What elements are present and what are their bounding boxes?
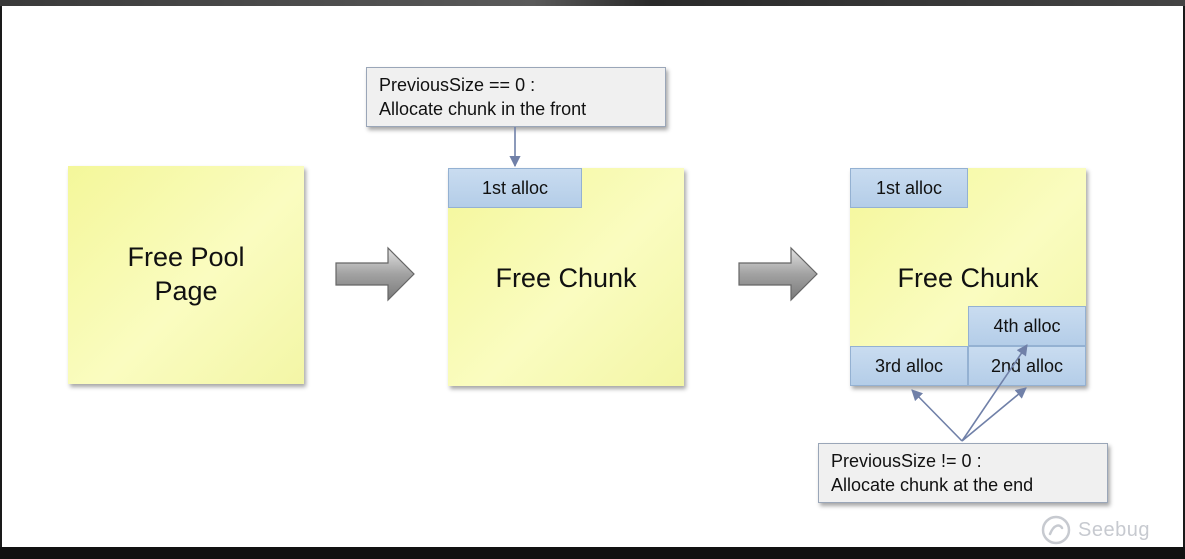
note-allocate-front-line1: PreviousSize == 0 : [379,75,536,95]
note-allocate-end: PreviousSize != 0 : Allocate chunk at th… [818,443,1108,503]
end-note-connector-fourth [961,344,1028,442]
note-allocate-end-line2: Allocate chunk at the end [831,475,1034,495]
seebug-watermark-text: Seebug [1078,518,1150,541]
seebug-watermark: Seebug [1040,514,1150,546]
seebug-logo-icon [1041,515,1071,545]
note-allocate-front: PreviousSize == 0 : Allocate chunk in th… [366,67,666,127]
free-chunk-right-label: Free Chunk [897,263,1039,293]
block-arrow-right-2-icon [738,246,818,302]
end-note-connector-third [911,389,963,442]
first-alloc-right: 1st alloc [850,168,968,208]
first-alloc-middle: 1st alloc [448,168,582,208]
free-pool-page-label: Free Pool Page [68,240,304,308]
top-frame-strip [0,0,1185,6]
free-pool-page-label-line1: Free Pool [127,242,245,272]
free-pool-page-label-line2: Page [154,276,218,306]
third-alloc: 3rd alloc [850,346,968,386]
end-note-connector-second [961,387,1027,442]
block-arrow-right-1-icon [335,246,415,302]
bottom-frame-strip [0,547,1185,559]
note-allocate-end-line1: PreviousSize != 0 : [831,451,982,471]
note-allocate-front-line2: Allocate chunk in the front [379,99,587,119]
free-pool-page-box: Free Pool Page [68,166,304,384]
fourth-alloc: 4th alloc [968,306,1086,346]
free-chunk-middle-label: Free Chunk [495,263,637,293]
